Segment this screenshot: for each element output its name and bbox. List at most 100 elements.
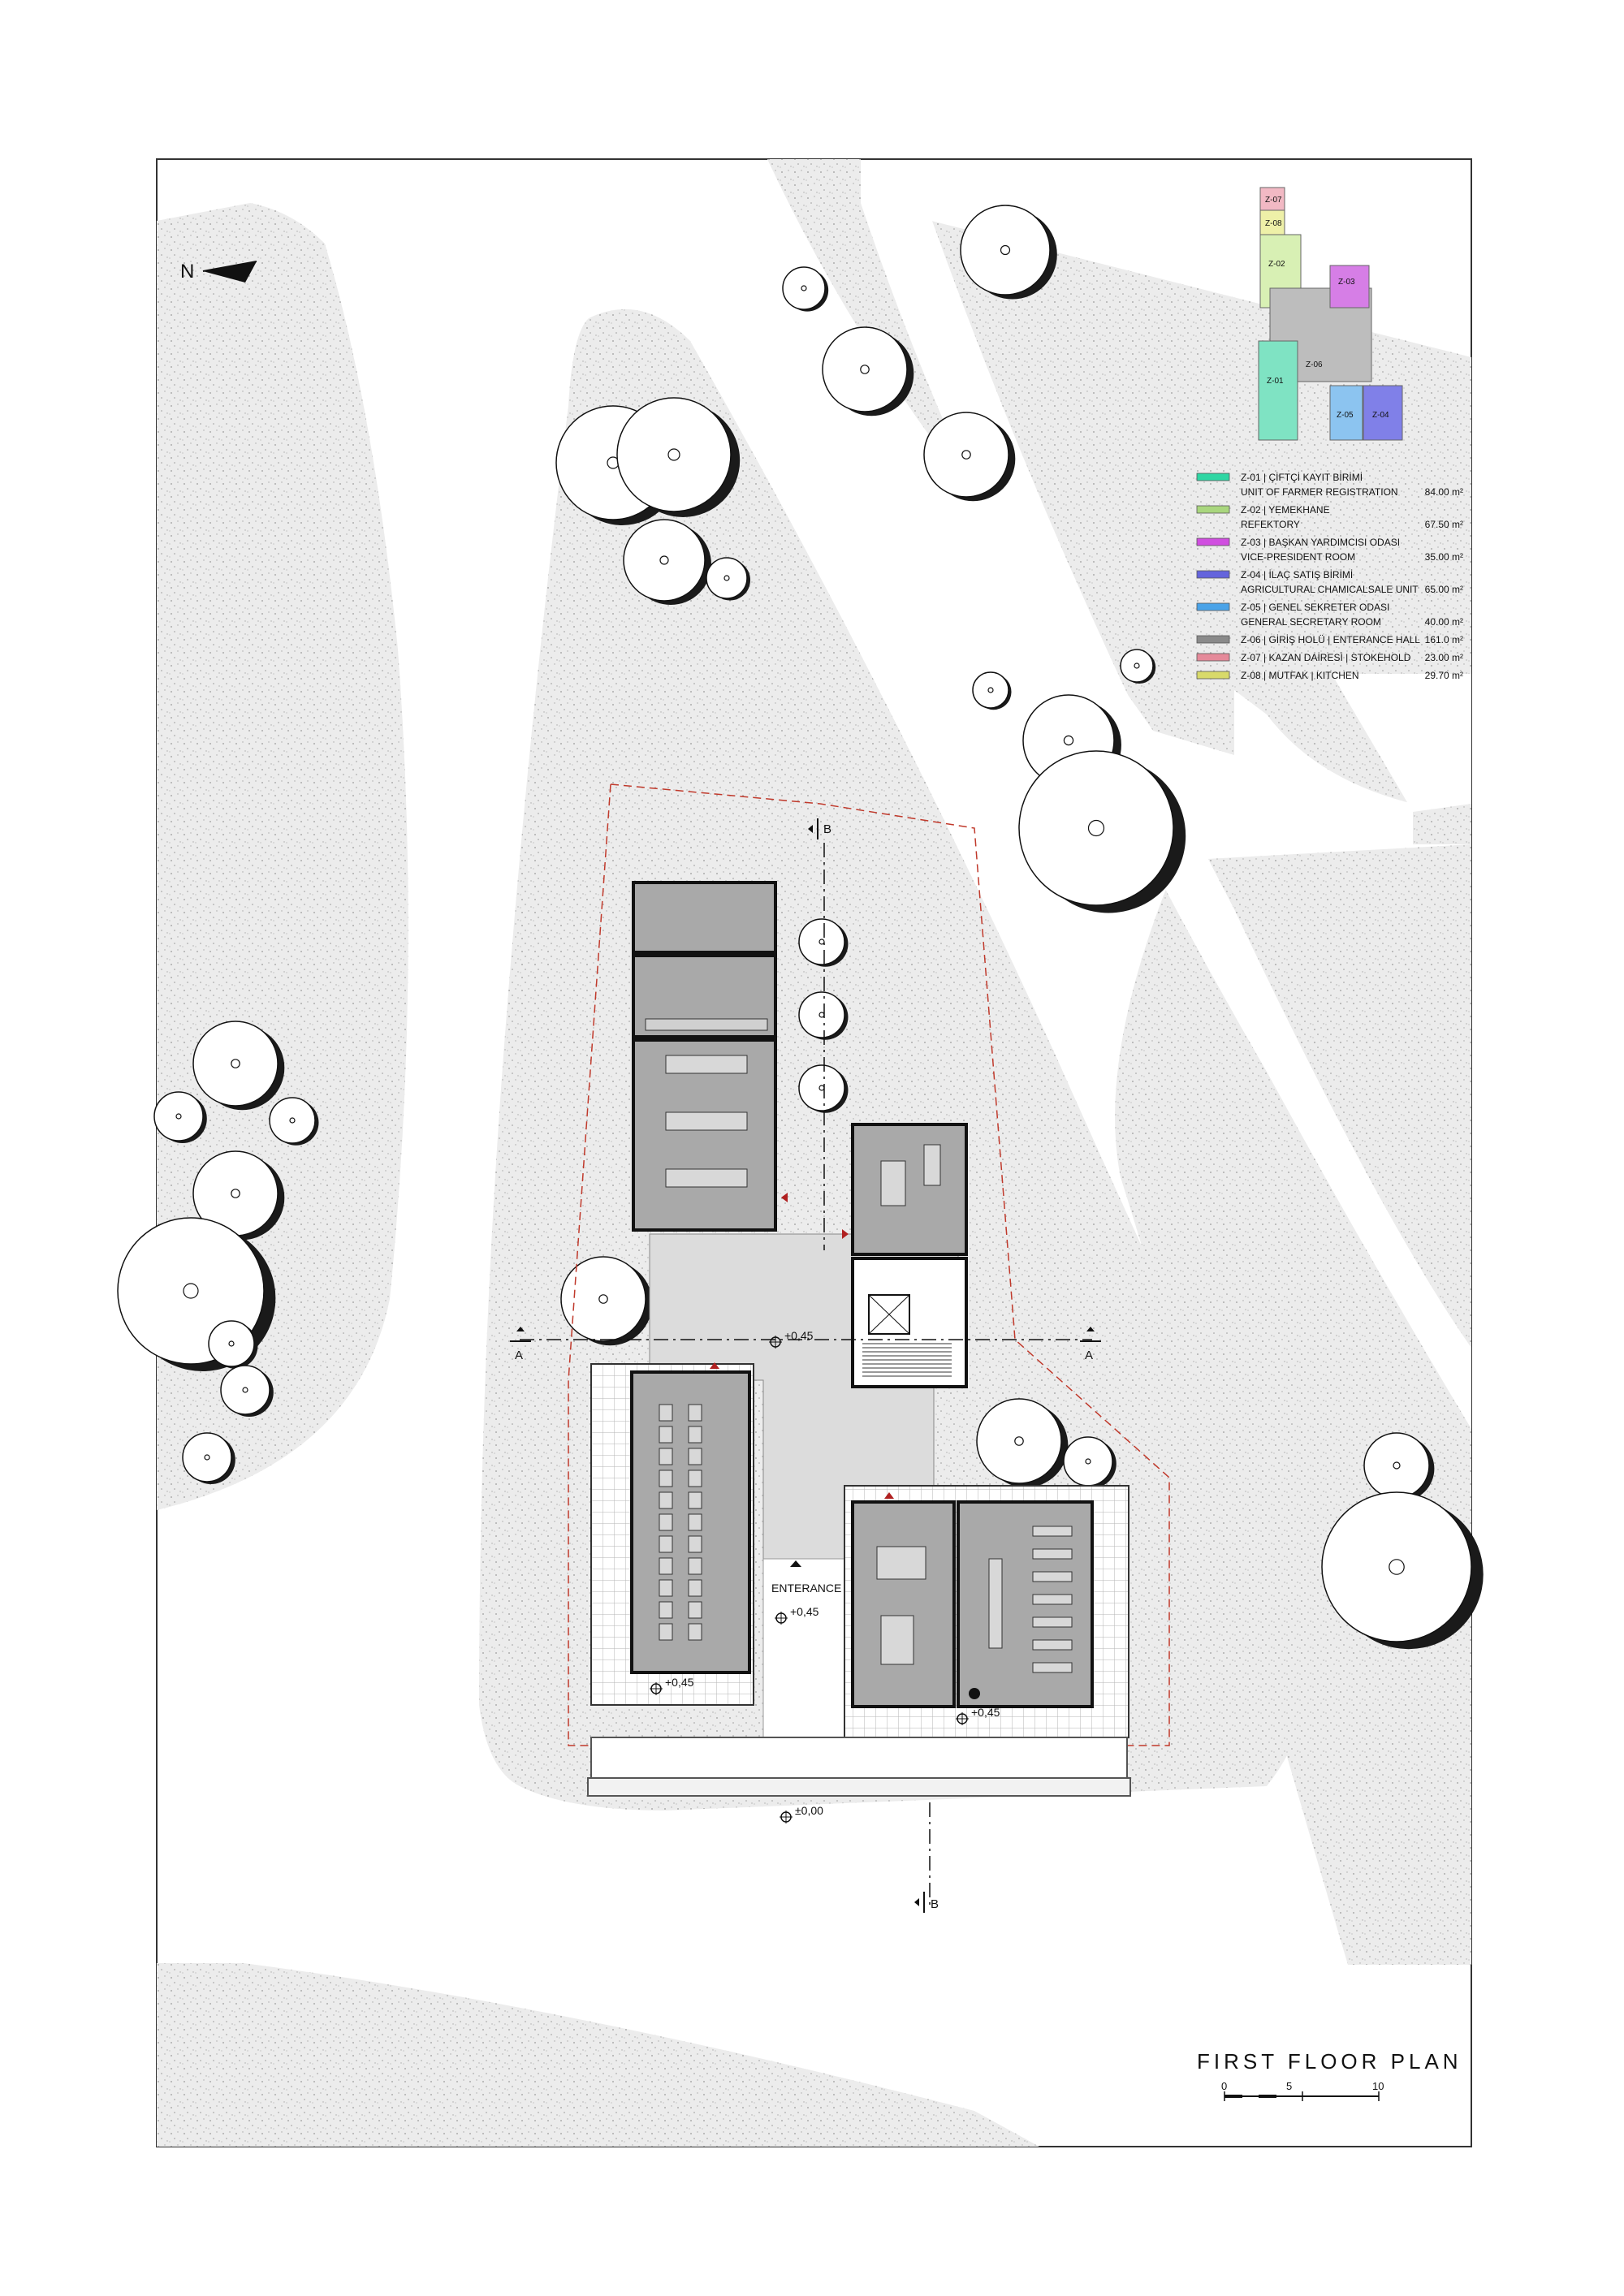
key-plan-label-z05: Z-05: [1337, 411, 1354, 420]
tree: [822, 326, 914, 416]
tree: [798, 1064, 849, 1113]
desk: [659, 1491, 673, 1509]
svg-text:±0,00: ±0,00: [795, 1804, 823, 1817]
vp-cabinet: [923, 1144, 941, 1186]
legend-area: 65.00 m²: [1425, 584, 1463, 595]
shelf: [1032, 1616, 1073, 1628]
gs-table: [876, 1546, 926, 1580]
kitchen-counter: [645, 1018, 768, 1031]
legend-area: 161.0 m²: [1425, 634, 1463, 645]
scale-tick-10: 10: [1372, 2080, 1384, 2092]
key-plan-z04: [1363, 385, 1403, 441]
key-plan-z03: [1329, 265, 1370, 309]
entrance-walkway: [762, 1558, 845, 1771]
key-plan-label-z04: Z-04: [1372, 411, 1389, 420]
desk: [659, 1426, 673, 1444]
desk: [659, 1557, 673, 1575]
desk: [688, 1513, 702, 1531]
key-plan-label-z08: Z-08: [1265, 219, 1282, 228]
shelf: [1032, 1594, 1073, 1605]
tree: [798, 918, 849, 967]
section-markers: A A B B: [510, 818, 1101, 1913]
legend-item-z06: Z-06 | GİRİŞ HOLÜ | ENTERANCE HALL 161.0 …: [1196, 634, 1463, 645]
tree: [153, 1091, 207, 1143]
tree: [1321, 1491, 1484, 1650]
level-marker-left-wing: +0,45: [650, 1676, 694, 1695]
shelf: [1032, 1571, 1073, 1582]
level-marker-ground: ±0,00: [780, 1804, 823, 1823]
level-marker-hall: +0,45: [769, 1329, 814, 1349]
desk: [659, 1601, 673, 1619]
desk: [659, 1513, 673, 1531]
scale-tick-0: 0: [1221, 2080, 1227, 2092]
tree: [208, 1320, 258, 1369]
bottom-ground-strip: [157, 1963, 1039, 2147]
desk: [688, 1623, 702, 1641]
legend-name: Z-01 | ÇİFTÇİ KAYIT BİRİMİ: [1241, 472, 1363, 483]
elevator: [868, 1294, 910, 1335]
key-plan-label-z06: Z-06: [1306, 360, 1323, 369]
key-plan-label-z07: Z-07: [1265, 196, 1282, 205]
desk: [688, 1470, 702, 1487]
legend-name: Z-08 | MUTFAK | KITCHEN: [1241, 670, 1359, 681]
desk: [688, 1601, 702, 1619]
key-plan-z08: [1259, 209, 1285, 235]
level-markers: +0,45 +0,45 +0,45 +0,45 ±0,00: [650, 1329, 1000, 1823]
tree: [1018, 750, 1186, 913]
key-plan-z05: [1329, 385, 1363, 441]
section-marker-a-right: A: [1080, 1327, 1101, 1362]
sales-shelves: [988, 1526, 1073, 1673]
trees: [117, 205, 1484, 1650]
svg-text:+0,45: +0,45: [784, 1329, 814, 1342]
section-marker-b-bottom: B: [914, 1892, 939, 1913]
svg-text:A: A: [515, 1349, 523, 1362]
tree: [706, 557, 750, 601]
entrance-label: ENTERANCE: [771, 1582, 841, 1595]
desk: [688, 1579, 702, 1597]
section-marker-a-left: A: [510, 1327, 531, 1362]
tree: [220, 1365, 274, 1417]
svg-text:+0,45: +0,45: [790, 1605, 819, 1618]
desk: [688, 1426, 702, 1444]
desk: [688, 1491, 702, 1509]
key-plan-z01: [1258, 340, 1298, 441]
shelf: [1032, 1662, 1073, 1673]
desk: [659, 1623, 673, 1641]
tree: [782, 266, 829, 312]
farmer-registration-room: [630, 1370, 751, 1674]
refectory-tables: [665, 1055, 748, 1188]
section-line-b: [823, 843, 931, 1908]
counter: [988, 1558, 1003, 1649]
scale-tick-5: 5: [1286, 2080, 1292, 2092]
level-marker-right-wing: +0,45: [956, 1706, 1000, 1725]
tree: [1363, 1432, 1435, 1501]
tree: [923, 412, 1016, 502]
legend-area: 84.00 m²: [1425, 486, 1463, 498]
tree: [972, 671, 1012, 710]
legend-name: Z-06 | GİRİŞ HOLÜ | ENTERANCE HALL: [1241, 634, 1420, 645]
svg-text:A: A: [1085, 1349, 1093, 1362]
entrance-arrow: [790, 1560, 801, 1567]
legend-swatch: [1196, 505, 1230, 514]
tree: [192, 1150, 285, 1241]
tree: [616, 397, 741, 517]
dining-table: [665, 1111, 748, 1131]
legend-swatch: [1196, 473, 1230, 481]
legend-name: Z-02 | YEMEKHANE: [1241, 504, 1330, 516]
dining-table: [665, 1168, 748, 1188]
desk: [659, 1535, 673, 1553]
front-steps: [587, 1777, 1131, 1797]
north-label: N: [180, 261, 194, 283]
right-lower-ground: [1115, 844, 1471, 1965]
registration-desks: [659, 1404, 702, 1641]
svg-text:B: B: [931, 1897, 939, 1911]
legend-subname: UNIT OF FARMER REGISTRATION: [1241, 486, 1398, 498]
legend-swatch: [1196, 671, 1230, 680]
tree: [623, 519, 711, 605]
legend-area: 23.00 m²: [1425, 652, 1463, 663]
key-plan: Z-07 Z-08 Z-02 Z-03 Z-06 Z-01 Z-05 Z-04: [1258, 187, 1403, 441]
